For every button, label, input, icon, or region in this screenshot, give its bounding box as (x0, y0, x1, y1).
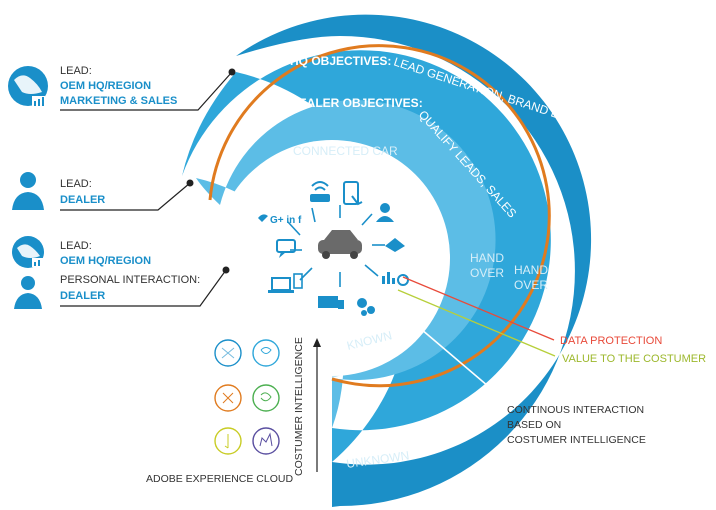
axis-arrowhead (313, 338, 321, 347)
value-to-customer-line (397, 289, 556, 357)
target-icon (214, 384, 242, 412)
dealer-objectives-title: DEALER OBJECTIVES: (290, 96, 423, 110)
arrowhead-start (397, 308, 407, 318)
lead-label-3: LEAD: (60, 240, 92, 252)
experience-manager-icon (252, 427, 280, 455)
personal-person-icon (14, 276, 42, 309)
analytics-search-icon (382, 272, 409, 286)
adobe-cloud-icons (214, 339, 280, 455)
connected-car-label: CONNECTED CAR (293, 144, 398, 158)
gears-icon (357, 298, 375, 316)
lead-dealer: LEAD: DEALER (12, 172, 194, 211)
data-protection-line (402, 276, 555, 341)
lead-2-connector (60, 182, 191, 211)
continuous-line-3: COSTUMER INTELLIGENCE (507, 434, 646, 446)
hand-over-outer-1: HAND (514, 263, 548, 277)
dealer-person-icon (12, 172, 44, 210)
hand-over-outer-2: OVER (514, 278, 548, 292)
data-protection-label: DATA PROTECTION (560, 335, 662, 347)
lead-1-line-2: MARKETING & SALES (60, 95, 177, 107)
hand-over-inner-1: HAND (470, 251, 504, 265)
handshake-icon (385, 238, 405, 252)
orange-arc (208, 44, 551, 388)
lead-3-extra-label: PERSONAL INTERACTION: (60, 274, 200, 286)
hq-objectives-title: HQ OBJECTIVES: (290, 54, 391, 68)
social-text: G+ in f (270, 215, 302, 226)
phone-touch-icon (343, 181, 363, 206)
lead-2-dot (186, 179, 194, 187)
car-icon (318, 230, 362, 259)
continuous-interaction-arrow (400, 311, 496, 393)
intelligence-axis-label: COSTUMER INTELLIGENCE (293, 337, 305, 476)
lead-1-line-1: OEM HQ/REGION (60, 80, 151, 92)
objective-rings (182, 14, 592, 507)
lead-3-dot (222, 266, 230, 274)
laptop-icon (268, 273, 303, 293)
continuous-line-1: CONTINOUS INTERACTION (507, 404, 644, 416)
analytics-icon (214, 339, 242, 367)
money-icon (318, 296, 344, 309)
lead-label-1: LEAD: (60, 65, 92, 77)
lead-1-dot (228, 68, 236, 76)
social-icons: G+ in f (258, 214, 302, 226)
lead-3-line-1: OEM HQ/REGION (60, 255, 151, 267)
lead-1-connector (60, 71, 233, 111)
continuous-line-2: BASED ON (507, 419, 561, 431)
globe-chart-icon-2 (12, 236, 44, 268)
campaign-icon (252, 384, 280, 412)
wifi-icon (310, 181, 330, 202)
arrowhead-end (489, 386, 499, 396)
hand-over-inner-2: OVER (470, 266, 504, 280)
lead-3-extra-line: DEALER (60, 290, 105, 302)
lead-hq-marketing: LEAD: OEM HQ/REGION MARKETING & SALES (8, 65, 236, 111)
lead-2-line-1: DEALER (60, 194, 105, 206)
inner-hub (214, 140, 450, 376)
lead-3-connector (60, 269, 227, 307)
social-cloud-icon (252, 339, 280, 367)
chat-icon (276, 239, 296, 258)
person-icon (376, 203, 394, 222)
hub-icons: G+ in f (258, 181, 409, 316)
twitter-icon (258, 214, 268, 222)
globe-chart-icon (8, 66, 48, 107)
lead-personal-interaction: LEAD: OEM HQ/REGION PERSONAL INTERACTION… (12, 236, 230, 309)
media-icon (214, 427, 242, 455)
value-to-customer-label: VALUE TO THE COSTUMER (562, 353, 706, 365)
adobe-experience-cloud-label: ADOBE EXPERIENCE CLOUD (146, 473, 293, 485)
lead-label-2: LEAD: (60, 178, 92, 190)
